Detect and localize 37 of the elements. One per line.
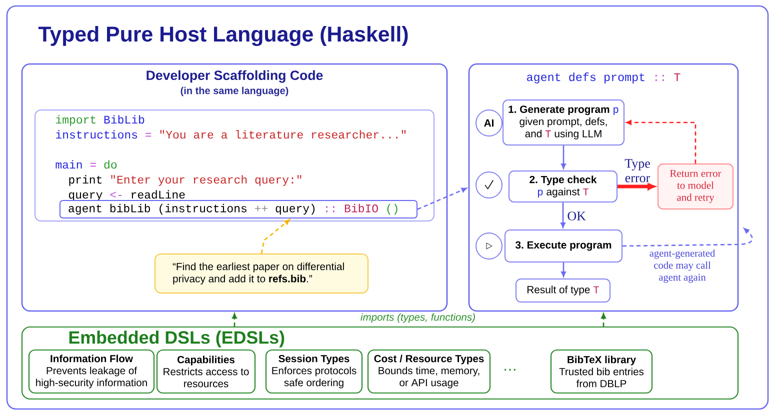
feature-box: Capabilities Restricts access to resources [156,349,256,394]
feature-box: Session Types Enforces protocols safe ordering [265,349,363,394]
ellipsis: ⋯ [504,368,516,371]
code-line: instructions = "You are a literature researcher..." [56,130,406,139]
error-box: Return error to model and retry [658,164,734,210]
arrow [618,182,656,190]
panel-subtitle: (in the same language) [180,86,288,96]
result-box: Result of type T [516,278,610,302]
dashed-arrow [601,313,606,326]
dashed-arrow [260,219,290,254]
annotation-text: imports (types, functions) [360,313,475,323]
dashed-arrow [626,120,696,164]
arrow [561,146,566,169]
panel-title: agent defs prompt :: T [527,72,680,84]
callout-box: “Find the earliest paper on differential privacy and add it to refs.bib.” [154,254,368,294]
title: Typed Pure Host Language (Haskell) [38,26,408,46]
feature-box: Cost / Resource Types Bounds time, memory, or API usage [367,349,491,394]
code-line: query <- readLine [68,190,185,201]
panel-title: Embedded DSLs (EDSLs) [69,330,284,348]
edge-label: agent-generated code may call agent again [644,248,720,284]
dashed-arrow [232,313,237,326]
dashed-arrow [622,228,753,247]
dashed-arrow [417,188,467,210]
code-line: main = do [56,160,117,169]
arrow [561,262,566,277]
feature-box: Information Flow Prevents leakage of high-security information [28,349,155,394]
edge-label: Type error [622,158,654,184]
check-icon [476,172,502,198]
feature-box: BibTeX library Trusted bib entries from DBLP [550,349,653,394]
code-line: import BibLib [56,115,144,126]
process-box: 2. Type check p against T [508,170,618,202]
arrow [560,202,566,228]
code-line: print "Enter your research query:" [69,175,302,186]
panel-title: Developer Scaffolding Code [146,70,323,83]
play-icon [476,232,502,260]
edge-label: OK [566,210,587,222]
process-box: 3. Execute program [504,230,622,262]
